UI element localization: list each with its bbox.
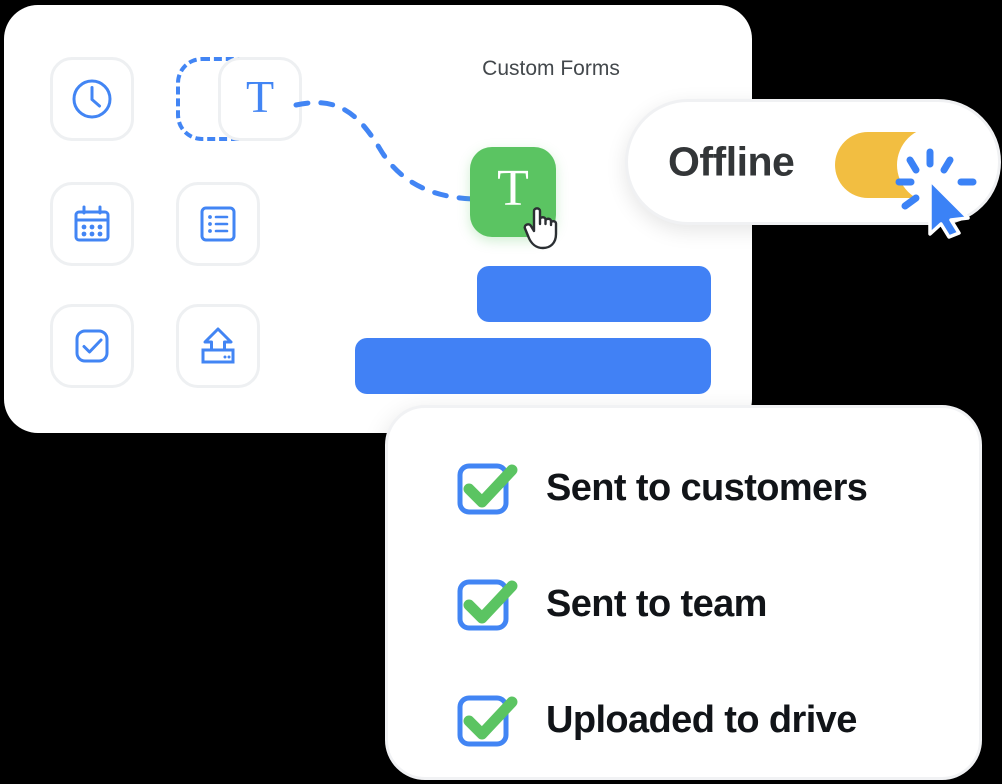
list-item[interactable]: Sent to team [454,572,767,636]
checkbox-icon [68,322,116,370]
offline-status-pill: Offline [625,99,1001,239]
offline-label: Offline [668,138,795,185]
status-checklist-card: Sent to customers Sent to team Uploaded … [385,405,982,780]
page-title: Custom Forms [482,57,620,80]
upload-icon [193,321,243,371]
tile-checkbox[interactable] [50,304,134,388]
tile-calendar[interactable] [50,182,134,266]
list-icon [194,200,242,248]
list-item[interactable]: Sent to customers [454,456,868,520]
list-item[interactable]: Uploaded to drive [454,688,857,752]
custom-forms-card: Custom Forms T [4,5,752,433]
calendar-icon [68,200,116,248]
check-icon [454,688,518,752]
text-t-icon: T [497,160,529,217]
content-bar-1 [477,266,711,322]
check-icon [454,572,518,636]
text-t-icon: T [245,71,275,122]
clock-icon [68,75,116,123]
content-bar-2 [355,338,711,394]
tile-upload[interactable] [176,304,260,388]
list-item-label: Uploaded to drive [546,698,857,741]
tile-list[interactable] [176,182,260,266]
dashed-drag-path [293,100,482,202]
check-icon [454,456,518,520]
dragged-text-tile[interactable]: T [470,147,556,237]
list-item-label: Sent to customers [546,466,868,509]
click-cursor [895,148,977,239]
tile-text[interactable]: T [218,57,302,141]
tile-clock[interactable] [50,57,134,141]
hand-cursor [523,207,558,250]
list-item-label: Sent to team [546,582,767,625]
